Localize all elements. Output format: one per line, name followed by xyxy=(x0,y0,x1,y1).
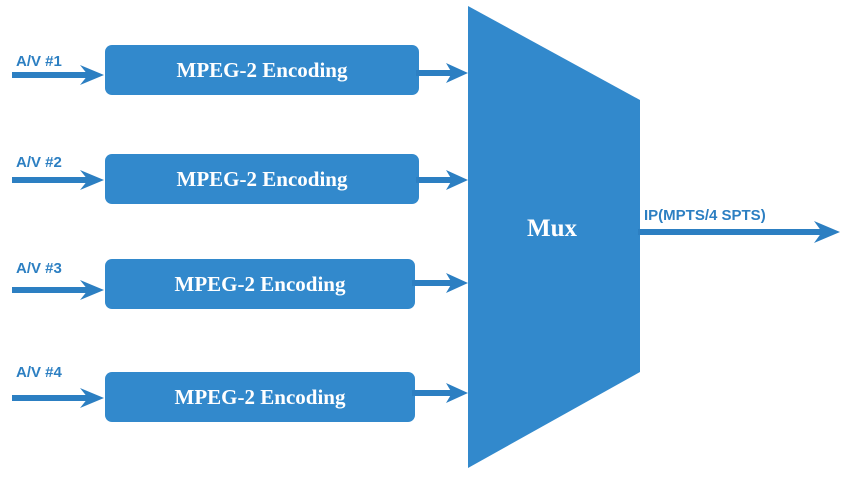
input-row-1: A/V #1 MPEG-2 Encoding xyxy=(12,45,468,95)
encoder-arrow-head-3 xyxy=(446,273,468,293)
encoder-box-1 xyxy=(105,45,419,95)
input-label-4: A/V #4 xyxy=(16,364,63,381)
encoder-label-4: MPEG-2 Encoding xyxy=(175,385,346,409)
encoder-box-3 xyxy=(105,259,415,309)
input-arrow-head-1 xyxy=(80,65,104,85)
encoder-arrow-head-2 xyxy=(446,170,468,190)
input-arrow-head-2 xyxy=(80,170,104,190)
output-row: IP(MPTS/4 SPTS) xyxy=(638,207,840,243)
encoder-arrow-head-1 xyxy=(446,63,468,83)
input-arrow-head-4 xyxy=(80,388,104,408)
input-row-2: A/V #2 MPEG-2 Encoding xyxy=(12,154,468,204)
encoder-label-2: MPEG-2 Encoding xyxy=(177,167,348,191)
encoder-box-2 xyxy=(105,154,419,204)
input-label-3: A/V #3 xyxy=(16,260,62,277)
input-label-1: A/V #1 xyxy=(16,53,62,70)
encoder-box-4 xyxy=(105,372,415,422)
input-arrow-head-3 xyxy=(80,280,104,300)
output-label: IP(MPTS/4 SPTS) xyxy=(644,207,766,224)
mux-block xyxy=(468,6,640,468)
input-row-3: A/V #3 MPEG-2 Encoding xyxy=(12,259,468,309)
input-label-2: A/V #2 xyxy=(16,154,62,171)
encoder-arrow-head-4 xyxy=(446,383,468,403)
input-row-4: A/V #4 MPEG-2 Encoding xyxy=(12,364,468,422)
encoder-label-1: MPEG-2 Encoding xyxy=(177,58,348,82)
encoder-label-3: MPEG-2 Encoding xyxy=(175,272,346,296)
output-arrow-head xyxy=(814,221,840,243)
mux-label: Mux xyxy=(527,215,578,242)
